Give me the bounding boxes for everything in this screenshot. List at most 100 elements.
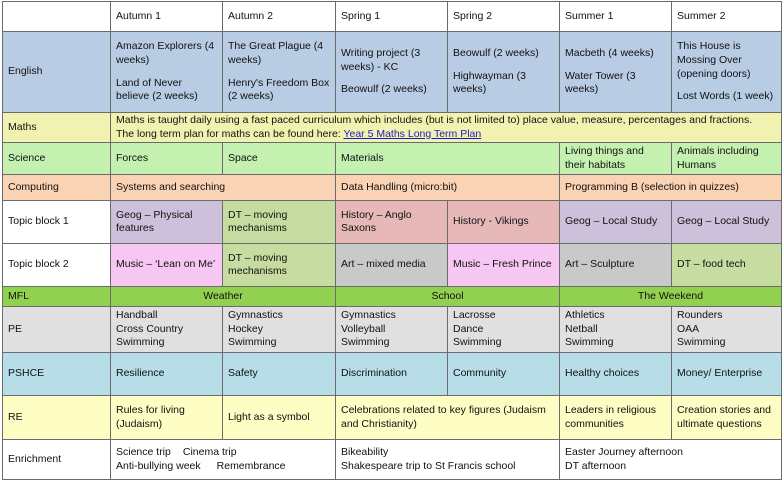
enrichment-event: Bikeability xyxy=(341,446,389,459)
pe-activity: Swimming xyxy=(677,336,726,349)
maths-plan-link[interactable]: Year 5 Maths Long Term Plan xyxy=(343,127,482,140)
header-row: Autumn 1 Autumn 2 Spring 1 Spring 2 Summ… xyxy=(2,1,782,32)
pe-activity: Athletics xyxy=(565,309,605,322)
pe-row: PE Handball Cross Country Swimming Gymna… xyxy=(2,306,782,354)
english-autumn-1: Amazon Explorers (4 weeks) Land of Never… xyxy=(110,31,223,113)
subject-label-mfl: MFL xyxy=(2,286,111,308)
english-autumn-2: The Great Plague (4 weeks) Henry's Freed… xyxy=(222,31,336,113)
pe-activity: OAA xyxy=(677,322,700,335)
computing-spring: Data Handling (micro:bit) xyxy=(335,174,560,202)
topic1-autumn-1: Geog – Physical features xyxy=(110,200,223,245)
subject-label-pe: PE xyxy=(2,306,111,354)
pe-activity: Cross Country xyxy=(116,322,184,335)
enrichment-event: Science trip xyxy=(116,446,171,459)
pe-summer-1: Athletics Netball Swimming xyxy=(559,306,672,354)
english-text: This House is Mossing Over (opening door… xyxy=(677,40,751,80)
mfl-spring: School xyxy=(335,286,560,308)
english-text: Macbeth (4 weeks) xyxy=(565,47,654,60)
re-autumn-2: Light as a symbol xyxy=(222,395,336,441)
maths-line-2: The long term plan for maths can be foun… xyxy=(116,128,776,142)
enrichment-event: Remembrance xyxy=(216,459,286,472)
pe-activity: Netball xyxy=(565,322,598,335)
pshce-row: PSHCE Resilience Safety Discrimination C… xyxy=(2,352,782,397)
subject-label-computing: Computing xyxy=(2,174,111,202)
science-summer-2: Animals including Humans xyxy=(671,142,782,176)
pe-spring-2: Lacrosse Dance Swimming xyxy=(447,306,560,354)
pshce-spring-1: Discrimination xyxy=(335,352,448,397)
topic2-autumn-2: DT – moving mechanisms xyxy=(222,243,336,288)
enrichment-event: DT afternoon xyxy=(565,459,627,472)
pe-summer-2: Rounders OAA Swimming xyxy=(671,306,782,354)
enrichment-autumn: Science trip Cinema trip Anti-bullying we… xyxy=(110,439,336,481)
mfl-summer: The Weekend xyxy=(559,286,782,308)
enrichment-summer: Easter Journey afternoon DT afternoon xyxy=(559,439,782,481)
pe-activity: Swimming xyxy=(453,336,502,349)
science-row: Science Forces Space Materials Living th… xyxy=(2,142,782,176)
subject-label-topic-2: Topic block 2 xyxy=(2,243,111,288)
subject-label-enrichment: Enrichment xyxy=(2,439,111,481)
re-summer-2: Creation stories and ultimate questions xyxy=(671,395,782,441)
subject-label-re: RE xyxy=(2,395,111,441)
science-summer-1: Living things and their habitats xyxy=(559,142,672,176)
subject-label-pshce: PSHCE xyxy=(2,352,111,397)
pe-activity: Swimming xyxy=(341,336,390,349)
pe-activity: Volleyball xyxy=(341,322,386,335)
english-summer-1: Macbeth (4 weeks) Water Tower (3 weeks) xyxy=(559,31,672,113)
enrichment-event: Easter Journey afternoon xyxy=(565,446,683,459)
pshce-autumn-2: Safety xyxy=(222,352,336,397)
enrichment-event: Shakespeare trip to St Francis school xyxy=(341,459,516,472)
header-spring-1: Spring 1 xyxy=(335,1,448,32)
science-autumn-1: Forces xyxy=(110,142,223,176)
pshce-summer-2: Money/ Enterprise xyxy=(671,352,782,397)
pe-activity: Gymnastics xyxy=(228,309,283,322)
maths-row: Maths Maths is taught daily using a fast… xyxy=(2,111,782,144)
topic-block-2-row: Topic block 2 Music – ‘Lean on Me’ DT – … xyxy=(2,243,782,288)
maths-description: Maths is taught daily using a fast paced… xyxy=(110,111,782,144)
english-text: Water Tower (3 weeks) xyxy=(565,69,636,96)
english-text: Beowulf (2 weeks) xyxy=(453,47,539,60)
pe-activity: Swimming xyxy=(116,336,165,349)
pshce-autumn-1: Resilience xyxy=(110,352,223,397)
enrichment-row: Enrichment Science trip Cinema trip Anti-… xyxy=(2,439,782,481)
pe-activity: Swimming xyxy=(228,336,277,349)
pe-autumn-1: Handball Cross Country Swimming xyxy=(110,306,223,354)
topic1-summer-2: Geog – Local Study xyxy=(671,200,782,245)
header-summer-2: Summer 2 xyxy=(671,1,782,32)
pshce-summer-1: Healthy choices xyxy=(559,352,672,397)
enrichment-event: Anti-bullying week xyxy=(116,459,201,472)
computing-row: Computing Systems and searching Data Han… xyxy=(2,174,782,202)
maths-line-1: Maths is taught daily using a fast paced… xyxy=(116,114,753,126)
topic2-spring-2: Music – Fresh Prince xyxy=(447,243,560,288)
enrichment-spring: Bikeability Shakespeare trip to St Franc… xyxy=(335,439,560,481)
english-text: Beowulf (2 weeks) xyxy=(341,83,427,96)
mfl-row: MFL Weather School The Weekend xyxy=(2,286,782,308)
computing-autumn: Systems and searching xyxy=(110,174,336,202)
enrichment-event: Cinema trip xyxy=(182,446,237,459)
pe-activity: Handball xyxy=(116,309,158,322)
mfl-autumn: Weather xyxy=(110,286,336,308)
topic2-autumn-1: Music – ‘Lean on Me’ xyxy=(110,243,223,288)
re-autumn-1: Rules for living (Judaism) xyxy=(110,395,223,441)
pshce-spring-2: Community xyxy=(447,352,560,397)
pe-activity: Hockey xyxy=(228,322,264,335)
science-autumn-2: Space xyxy=(222,142,336,176)
topic-block-1-row: Topic block 1 Geog – Physical features D… xyxy=(2,200,782,245)
pe-autumn-2: Gymnastics Hockey Swimming xyxy=(222,306,336,354)
english-text: Land of Never believe (2 weeks) xyxy=(116,76,198,103)
english-text: The Great Plague (4 weeks) xyxy=(228,40,324,66)
topic2-summer-1: Art – Sculpture xyxy=(559,243,672,288)
subject-label-science: Science xyxy=(2,142,111,176)
subject-label-topic-1: Topic block 1 xyxy=(2,200,111,245)
english-spring-2: Beowulf (2 weeks) Highwayman (3 weeks) xyxy=(447,31,560,113)
english-text: Henry's Freedom Box (2 weeks) xyxy=(228,76,330,103)
pe-activity: Swimming xyxy=(565,336,614,349)
english-text: Lost Words (1 week) xyxy=(677,90,774,103)
header-summer-1: Summer 1 xyxy=(559,1,672,32)
subject-label-english: English xyxy=(2,31,111,113)
topic2-spring-1: Art – mixed media xyxy=(335,243,448,288)
english-spring-1: Writing project (3 weeks) - KC Beowulf (… xyxy=(335,31,448,113)
topic1-spring-1: History – Anglo Saxons xyxy=(335,200,448,245)
topic2-summer-2: DT – food tech xyxy=(671,243,782,288)
maths-link-intro: The long term plan for maths can be foun… xyxy=(116,127,344,140)
